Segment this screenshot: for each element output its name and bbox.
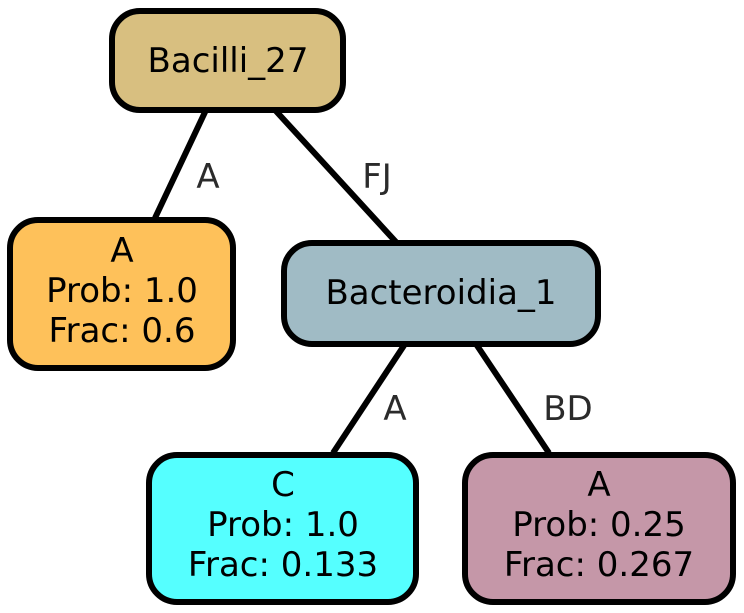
edges: A FJ A BD bbox=[152, 107, 593, 455]
node-leaf-left-class: A bbox=[110, 231, 133, 271]
node-leaf-a2-box bbox=[462, 452, 736, 605]
edge-label-root-to-inner: FJ bbox=[362, 157, 392, 197]
node-inner: Bacteroidia_1 bbox=[281, 240, 601, 347]
edge-inner-to-leaf-a2 bbox=[473, 342, 552, 455]
node-leaf-a2-frac: Frac: 0.267 bbox=[504, 545, 694, 585]
node-root-box bbox=[109, 8, 346, 113]
node-leaf-a2: A Prob: 0.25 Frac: 0.267 bbox=[462, 452, 736, 605]
node-root: Bacilli_27 bbox=[109, 8, 346, 113]
node-leaf-left: A Prob: 1.0 Frac: 0.6 bbox=[7, 217, 236, 371]
node-leaf-left-frac: Frac: 0.6 bbox=[49, 311, 196, 351]
edge-root-to-leaf-left bbox=[152, 108, 209, 220]
node-leaf-c: C Prob: 1.0 Frac: 0.133 bbox=[146, 452, 419, 605]
node-leaf-left-box bbox=[7, 217, 236, 371]
node-inner-label: Bacteroidia_1 bbox=[325, 273, 556, 313]
edge-label-inner-to-leaf-a2: BD bbox=[543, 389, 593, 429]
node-leaf-a2-prob: Prob: 0.25 bbox=[512, 505, 686, 545]
node-leaf-c-frac: Frac: 0.133 bbox=[188, 545, 378, 585]
edge-label-inner-to-leaf-c: A bbox=[383, 389, 406, 429]
node-leaf-c-class: C bbox=[271, 465, 295, 505]
node-leaf-c-box bbox=[146, 452, 419, 605]
node-leaf-c-prob: Prob: 1.0 bbox=[207, 505, 359, 545]
node-root-label: Bacilli_27 bbox=[148, 41, 309, 81]
node-leaf-a2-class: A bbox=[587, 465, 610, 505]
node-inner-box bbox=[281, 240, 601, 347]
edge-label-root-to-leaf-left: A bbox=[196, 157, 219, 197]
edge-root-to-inner bbox=[272, 107, 399, 245]
node-leaf-left-prob: Prob: 1.0 bbox=[46, 271, 198, 311]
edge-inner-to-leaf-c bbox=[330, 342, 408, 455]
